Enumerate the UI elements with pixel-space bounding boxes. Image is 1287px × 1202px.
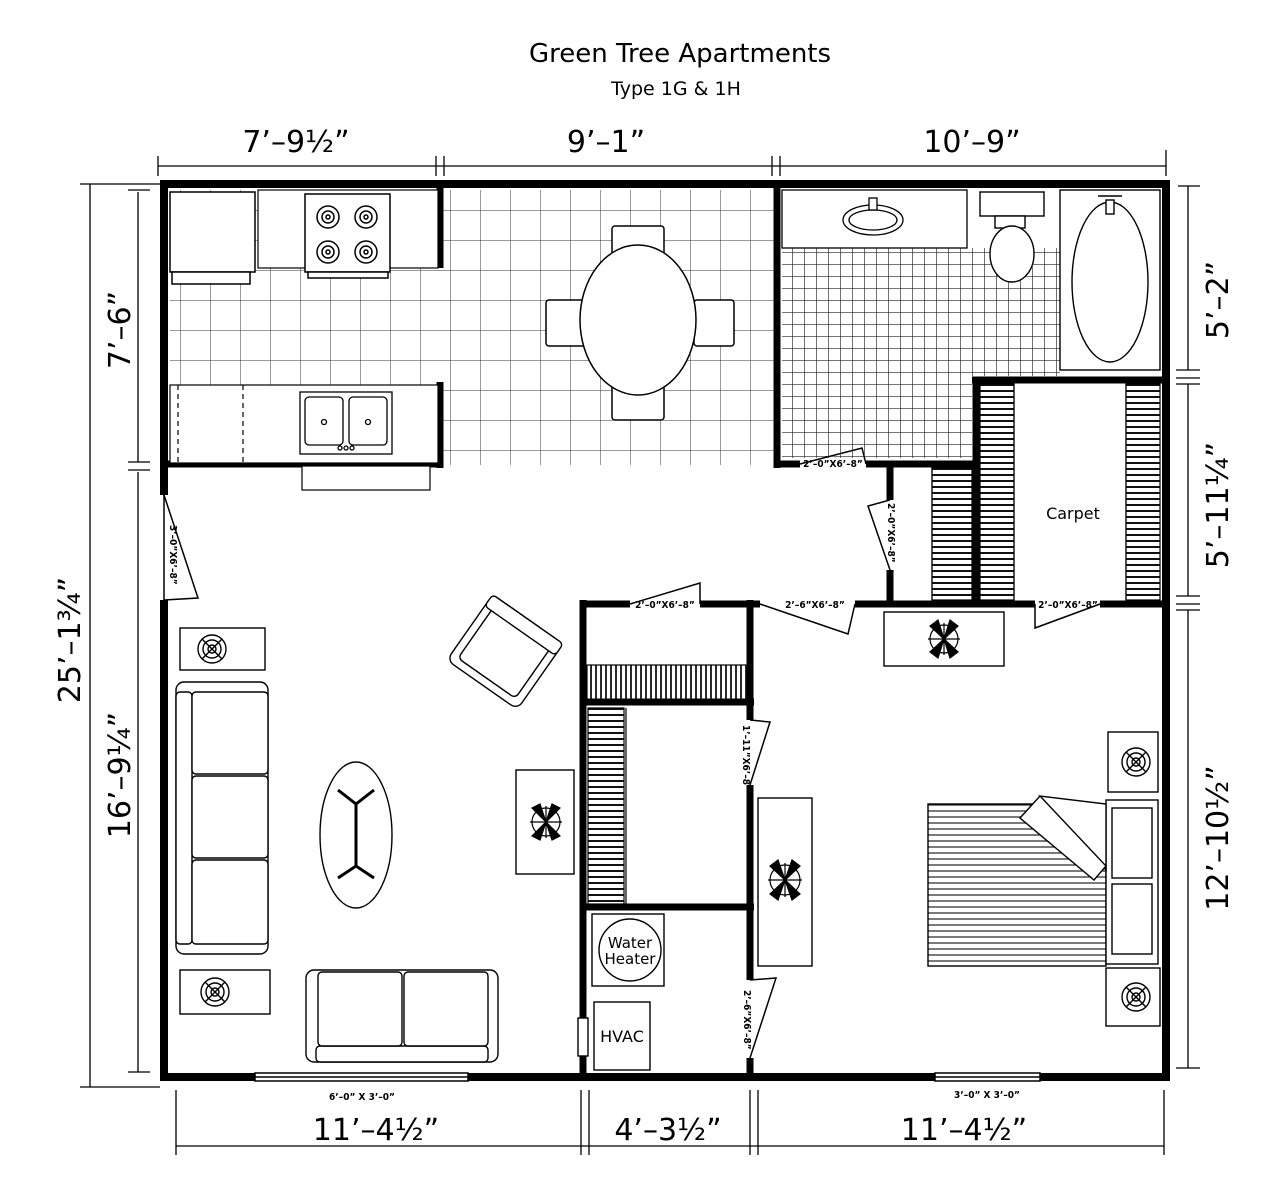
end-table-top xyxy=(179,627,266,671)
dim-bottom-closets: 4’–3½” xyxy=(614,1113,721,1148)
water-heater xyxy=(591,913,665,987)
nightstand-bottom xyxy=(1105,967,1161,1027)
dim-left-upper: 7’–6” xyxy=(103,291,138,369)
dim-right-bedroom: 12’–10½” xyxy=(1201,765,1236,911)
dining-table-set xyxy=(545,225,735,421)
dim-bottom-bedroom: 11’–4½” xyxy=(901,1113,1027,1148)
walkin-closet-shelves xyxy=(979,383,1161,601)
bedroom-window-size: 3’–0” X 3’–0” xyxy=(954,1090,1020,1101)
bathtub xyxy=(1059,189,1161,371)
mechanical-door-size: 2’–6”X6’–8” xyxy=(741,990,752,1050)
entry-door[interactable] xyxy=(163,494,200,601)
carpet-label: Carpet xyxy=(1046,504,1100,523)
nightstand-top xyxy=(1107,731,1159,793)
bath-door[interactable] xyxy=(799,447,867,465)
bedroom-dresser-side xyxy=(757,797,813,967)
bedroom-dresser-top xyxy=(883,611,1005,667)
stove xyxy=(304,193,391,279)
living-window-size: 6’–0” X 3’–0” xyxy=(329,1092,395,1103)
dishwasher xyxy=(301,465,431,491)
hall-closet-door[interactable] xyxy=(867,499,891,571)
utility-closet-shelf xyxy=(586,664,748,701)
hall-closet-door-size: 2’–0”X6’–8” xyxy=(885,503,896,563)
dim-right-walkin: 5’–11¼” xyxy=(1201,442,1236,568)
living-window xyxy=(254,1072,469,1082)
plan-subtitle: Type 1G & 1H xyxy=(610,78,741,100)
wardrobe-closet-shelf xyxy=(587,707,627,905)
exterior-walls xyxy=(160,180,1170,1081)
dim-top-kitchen: 7’–9½” xyxy=(242,125,349,160)
bedroom-window xyxy=(934,1072,1041,1082)
kitchen-sink xyxy=(299,391,393,455)
hvac-label: HVAC xyxy=(600,1027,644,1046)
hall-closet-shelves xyxy=(931,467,973,601)
water-heater-label-2: Heater xyxy=(605,950,657,968)
mechanical-door[interactable] xyxy=(749,977,778,1059)
dim-left-lower: 16’–9¼” xyxy=(103,712,138,838)
dim-bottom-living: 11’–4½” xyxy=(313,1113,439,1148)
bedroom-door-size: 2’–6”X6’–8” xyxy=(785,600,845,611)
bathroom-tile xyxy=(782,248,1060,458)
dim-right-bath: 5’–2” xyxy=(1201,261,1236,339)
wardrobe-closet-door[interactable] xyxy=(749,719,771,786)
end-table-bottom xyxy=(179,969,271,1015)
walkin-closet-door[interactable] xyxy=(1034,603,1101,630)
walkin-closet-door-size: 2’–0”X6’–8” xyxy=(1038,600,1098,611)
wardrobe-closet-door-size: 1’–11”X6’–8” xyxy=(740,725,751,791)
toilet xyxy=(979,191,1045,283)
plan-title: Green Tree Apartments xyxy=(529,39,831,69)
bathroom-vanity xyxy=(781,189,968,249)
coffee-table xyxy=(319,761,393,909)
utility-closet-door[interactable] xyxy=(629,581,701,605)
utility-closet-door-size: 2’–0”X6’–8” xyxy=(635,600,695,611)
refrigerator xyxy=(169,191,256,285)
dim-top-dining: 9’–1” xyxy=(567,125,645,160)
armchair xyxy=(449,595,563,707)
dim-left-overall: 25’–1¾” xyxy=(53,577,88,703)
bath-door-size: 2’–0”X6’–8” xyxy=(803,459,863,470)
bedroom-door[interactable] xyxy=(759,603,856,635)
entry-door-size: 3’–0”X6’–8” xyxy=(167,525,178,585)
bed xyxy=(927,794,1159,967)
side-table-plant-living xyxy=(515,769,575,875)
hvac-unit xyxy=(577,1001,651,1071)
loveseat xyxy=(305,969,499,1063)
water-heater-label-1: Water xyxy=(608,934,653,952)
interior-walls xyxy=(168,184,1166,1081)
dimension-lines xyxy=(80,150,1200,1155)
dim-top-bath: 10’–9” xyxy=(923,125,1020,160)
sofa xyxy=(175,681,269,955)
